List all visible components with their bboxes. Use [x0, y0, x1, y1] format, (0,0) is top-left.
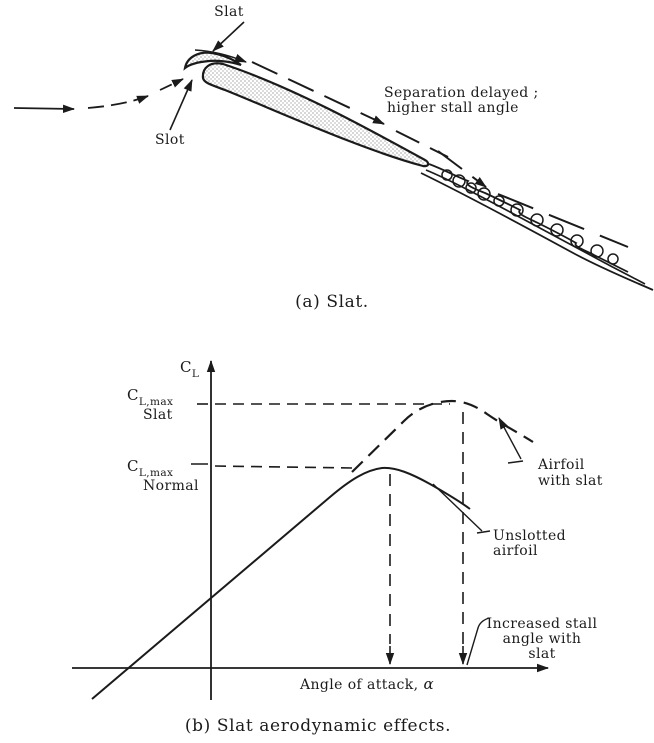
slat-element [183, 51, 242, 71]
svg-text:Normal: Normal [143, 478, 199, 494]
svg-text:with slat: with slat [538, 473, 603, 489]
leader-increased-stall [466, 617, 490, 666]
wake-region [420, 150, 654, 291]
y-axis-label: CL [180, 358, 199, 380]
leader-airfoil-with-slat [498, 417, 524, 464]
x-axis-label: Angle of attack,α [299, 675, 434, 693]
unslotted-airfoil-label: Unslotted airfoil [493, 528, 566, 559]
guide-cl-max-normal [191, 463, 353, 469]
panel-b-chart: CL Angle of attack,α CL,max Slat CL,max … [72, 358, 603, 736]
freestream-flow-arrows [13, 78, 184, 114]
separation-note: Separation delayed ; higher stall angle [384, 85, 539, 116]
svg-text:higher stall angle: higher stall angle [387, 100, 519, 116]
increased-stall-label: Increased stall angle with slat [487, 616, 598, 662]
airfoil-body [201, 62, 430, 168]
cl-max-slat-annotation: CL,max Slat [127, 386, 173, 423]
wake-upper-boundary [428, 163, 629, 273]
slot-label: Slot [155, 132, 185, 148]
slat-label: Slat [214, 4, 244, 20]
slat-callout-arrow [212, 21, 245, 52]
svg-text:slat: slat [528, 646, 555, 662]
svg-text:Separation delayed ;: Separation delayed ; [384, 85, 539, 101]
svg-text:Unslotted: Unslotted [493, 528, 566, 544]
panel-a-slat-diagram: Slat Slot Separation delayed ; higher st… [13, 4, 654, 312]
svg-text:CL,max: CL,max [127, 386, 173, 408]
wake-middle-line [425, 169, 646, 285]
wake-vortex-loops [441, 169, 619, 265]
svg-text:airfoil: airfoil [493, 543, 538, 559]
curve-airfoil-with-slat [351, 399, 534, 473]
svg-text:Slat: Slat [143, 407, 173, 423]
slot-callout-arrow [169, 79, 193, 131]
svg-text:Airfoil: Airfoil [537, 457, 585, 473]
svg-text:CL,max: CL,max [127, 457, 173, 479]
svg-text:angle with: angle with [503, 631, 582, 647]
slat-flow-arrow [194, 49, 247, 63]
leader-unslotted-airfoil [432, 483, 491, 534]
wake-outer-streamline [437, 150, 629, 248]
panel-b-caption: (b) Slat aerodynamic effects. [185, 716, 451, 736]
airfoil-with-slat-label: Airfoil with slat [537, 457, 603, 489]
curve-unslotted-airfoil [91, 466, 471, 700]
panel-a-caption: (a) Slat. [295, 292, 369, 312]
svg-text:Increased stall: Increased stall [487, 616, 598, 632]
wake-lower-boundary [420, 172, 654, 291]
cl-max-normal-annotation: CL,max Normal [127, 457, 199, 494]
